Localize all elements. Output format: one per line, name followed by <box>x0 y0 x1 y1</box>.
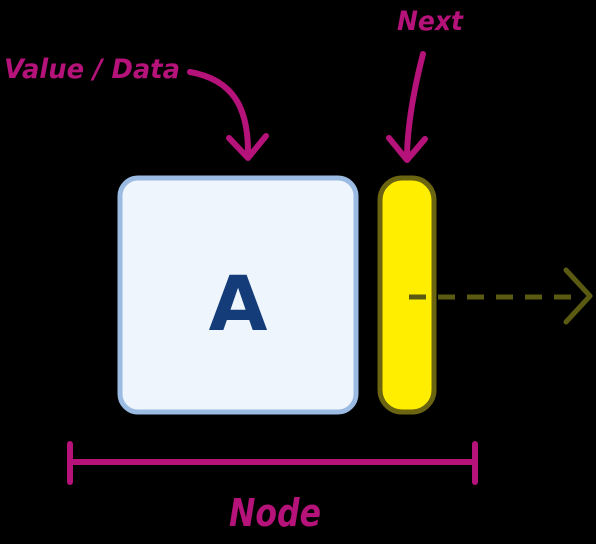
value-box <box>117 175 359 415</box>
next-pointer-arrowhead <box>563 267 593 325</box>
node-label: Node <box>229 491 321 535</box>
next-arrowhead <box>386 135 428 163</box>
node-value: A <box>209 259 268 348</box>
value-data-arrow <box>187 69 251 155</box>
value-data-arrowhead <box>226 133 269 161</box>
next-arrow <box>404 51 426 157</box>
value-data-label: Value / Data <box>4 54 180 85</box>
next-pointer-box <box>377 175 437 415</box>
next-label: Next <box>397 6 464 37</box>
